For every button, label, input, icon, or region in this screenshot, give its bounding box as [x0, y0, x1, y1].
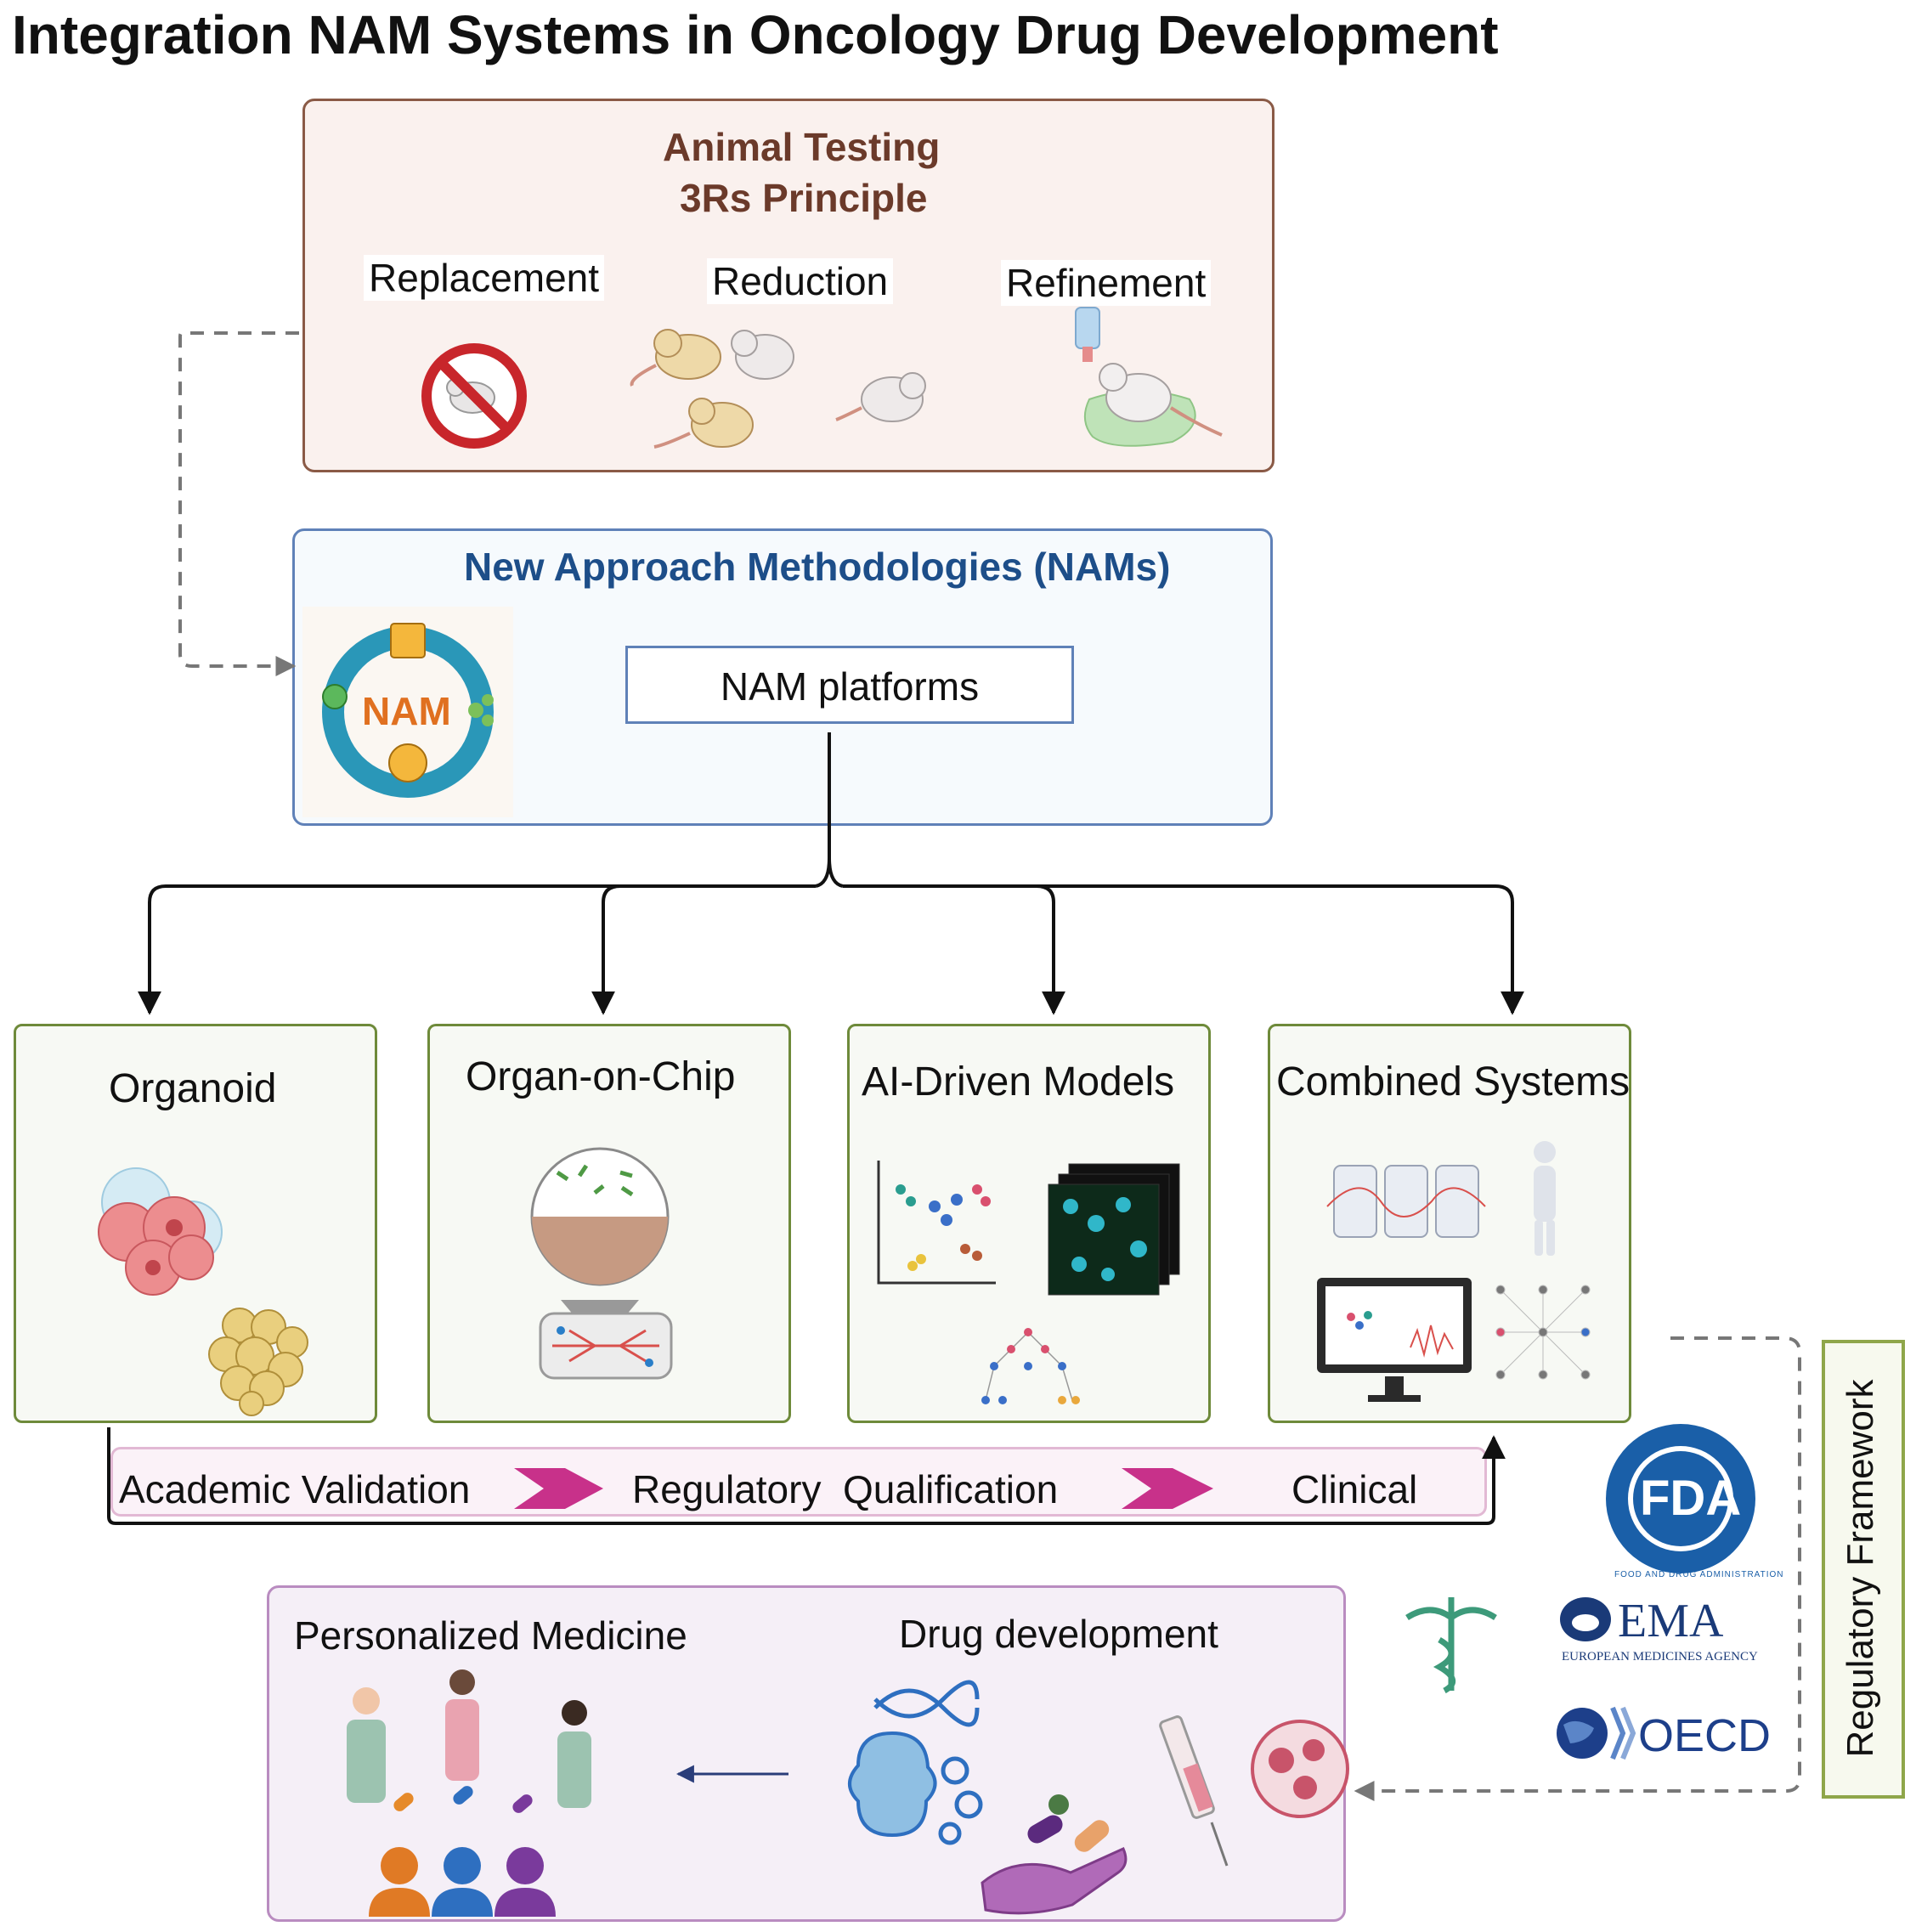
dna-icon — [873, 1680, 980, 1727]
pathway-bracket — [107, 1427, 1506, 1525]
personalized-medicine-label: Personalized Medicine — [294, 1613, 687, 1658]
page-title: Integration NAM Systems in Oncology Drug… — [12, 4, 1499, 65]
nam-platforms-box: NAM platforms — [625, 646, 1074, 724]
dashed-connector-animal-to-nam — [178, 331, 299, 676]
refinement-label: Refinement — [1001, 260, 1212, 306]
hand-pills-icon — [981, 1794, 1128, 1915]
drug-development-label: Drug development — [899, 1612, 1218, 1656]
caduceus-icon — [1405, 1597, 1497, 1694]
ema-logo-icon — [1560, 1597, 1611, 1641]
platform-ai-driven-label: AI-Driven Models — [862, 1059, 1175, 1104]
organ-on-chip-icon — [530, 1147, 673, 1380]
nams-heading: New Approach Methodologies (NAMs) — [464, 545, 1171, 589]
tumor-cells-icon — [1251, 1720, 1349, 1818]
fda-text: FDA — [1640, 1471, 1742, 1526]
computer-monitor-icon — [1317, 1278, 1472, 1402]
patient-group-icon — [347, 1669, 591, 1813]
user-avatars-icon — [369, 1847, 556, 1917]
stage-chevron-1 — [514, 1468, 603, 1509]
nam-logo-text: NAM — [362, 689, 451, 733]
imaging-stack-icon — [1048, 1163, 1180, 1296]
scatter-plot-icon — [877, 1161, 996, 1285]
stage-regulatory-qualification: Regulatory Qualification — [632, 1467, 1059, 1511]
regulatory-framework-label: Regulatory Framework — [1840, 1379, 1881, 1758]
organoid-icon — [98, 1167, 223, 1296]
multi-chip-icon — [1326, 1165, 1486, 1238]
stage-chevron-2 — [1122, 1468, 1213, 1509]
three-rs-heading: 3Rs Principle — [680, 176, 928, 220]
refinement-icon — [1075, 307, 1223, 447]
replacement-label: Replacement — [364, 255, 605, 301]
dashed-connector-regulatory — [1354, 1336, 1801, 1801]
oecd-globe-icon — [1557, 1706, 1636, 1760]
spheroid-icon — [208, 1308, 308, 1416]
syringe-icon — [1159, 1715, 1229, 1867]
platform-organ-on-chip-label: Organ-on-Chip — [466, 1054, 736, 1099]
ema-text: EMA — [1618, 1595, 1724, 1647]
platform-combined-label: Combined Systems — [1276, 1059, 1631, 1104]
animal-testing-heading: Animal Testing — [663, 125, 941, 169]
human-body-icon — [1534, 1141, 1556, 1256]
rat-group-icon — [630, 329, 794, 449]
rat-icon — [835, 372, 926, 422]
ema-subtext: EUROPEAN MEDICINES AGENCY — [1562, 1650, 1758, 1664]
neural-network-icon — [981, 1328, 1080, 1404]
stage-academic-validation: Academic Validation — [119, 1467, 471, 1511]
no-animal-icon — [421, 343, 527, 449]
stage-clinical: Clinical — [1291, 1467, 1418, 1511]
oecd-text: OECD — [1638, 1710, 1772, 1761]
regulatory-framework-box — [1822, 1340, 1905, 1799]
fda-seal-icon — [1606, 1424, 1755, 1573]
reduction-label: Reduction — [707, 258, 894, 304]
brain-gears-icon — [848, 1731, 983, 1845]
nam-platforms-label: NAM platforms — [720, 664, 980, 709]
fda-ring-text: FOOD AND DRUG ADMINISTRATION — [1614, 1570, 1784, 1579]
nam-logo-icon — [302, 607, 513, 817]
network-grid-icon — [1495, 1285, 1591, 1380]
platform-tree-connector — [138, 732, 1524, 1015]
validation-pathway-bar — [110, 1447, 1487, 1517]
platform-organoid-label: Organoid — [109, 1066, 277, 1111]
